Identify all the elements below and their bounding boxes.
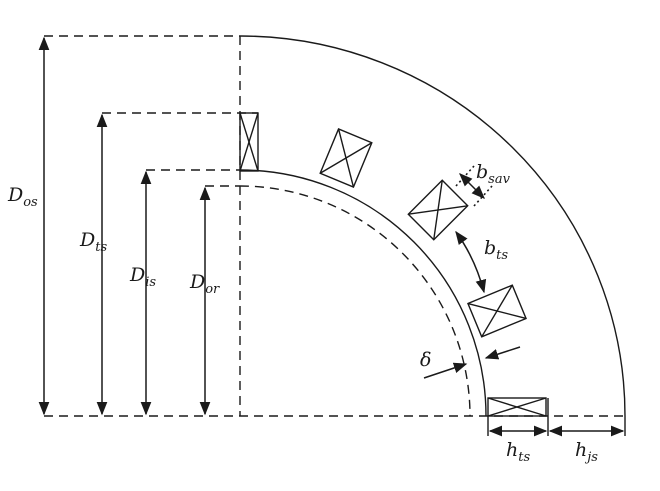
rotor-outer-arc <box>239 185 471 417</box>
slot-2 <box>319 128 373 188</box>
slot-4 <box>467 284 527 338</box>
label-b-ts: bts <box>484 237 508 263</box>
stator-inner-arc <box>239 169 487 417</box>
stator-outer-arc <box>239 35 626 417</box>
label-d-is: Dis <box>129 264 156 290</box>
bts-dimension-arrow <box>455 230 487 294</box>
label-delta: δ <box>420 349 431 371</box>
label-d-ts: Dts <box>79 229 107 255</box>
label-d-os: Dos <box>7 184 38 210</box>
slot-3 <box>407 179 469 241</box>
slot-top <box>239 112 259 172</box>
bsav-dimension-arrow <box>459 173 485 199</box>
bsav-guide-1 <box>455 165 475 187</box>
label-d-or: Dor <box>189 271 220 297</box>
label-h-js: hjs <box>575 439 598 465</box>
slot-bottom <box>487 397 547 417</box>
delta-arrow-left <box>423 362 468 379</box>
label-b-sav: bsav <box>476 161 511 187</box>
label-h-ts: hts <box>506 439 530 465</box>
delta-arrow-right <box>484 346 521 360</box>
